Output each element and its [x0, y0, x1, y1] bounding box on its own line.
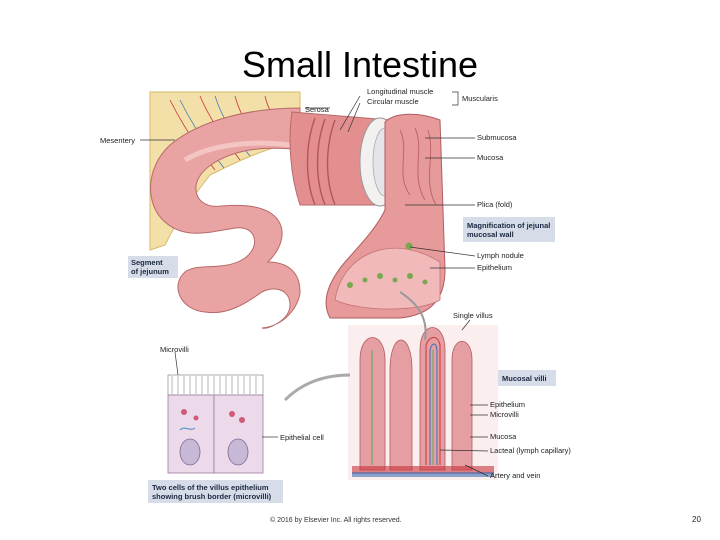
circular-muscle-rings [306, 117, 336, 206]
leader-lines [140, 91, 489, 477]
villi-bases [347, 242, 428, 288]
epithelial-cells [167, 374, 264, 474]
mucosal-layer [334, 247, 441, 310]
label-longitudinal-muscle: Longitudinal muscle [367, 87, 433, 96]
label-lymph-nodule: Lymph nodule [477, 251, 524, 260]
label-two-cells-1: Two cells of the villus epithelium [152, 483, 269, 492]
label-epithelium-villi: Epithelium [490, 400, 525, 409]
page-number: 20 [692, 515, 701, 524]
magnification-box [463, 217, 555, 242]
slide-title: Small Intestine [241, 44, 479, 85]
label-artery-vein: Artery and vein [490, 471, 540, 480]
label-plica: Plica (fold) [477, 200, 513, 209]
label-lacteal: Lacteal (lymph capillary) [490, 446, 571, 455]
jejunum-highlight [183, 140, 291, 163]
label-microvilli-top: Microvilli [160, 345, 189, 354]
label-microvilli-villi: Microvilli [490, 410, 519, 419]
label-segment-2: of jejunum [131, 267, 169, 276]
label-magnification-1: Magnification of jejunal [467, 221, 550, 230]
villi-base-veins [352, 472, 494, 477]
mucosal-villi-box [498, 370, 556, 386]
label-muscularis: Muscularis [462, 94, 498, 103]
segment-box [128, 256, 178, 278]
label-segment-1: Segment [131, 258, 163, 267]
villus-vessels [371, 337, 441, 465]
two-cells-box [148, 480, 283, 503]
plicae-folds [399, 127, 437, 206]
label-mucosa-top: Mucosa [477, 153, 504, 162]
label-circular-muscle: Circular muscle [367, 97, 419, 106]
label-serosa: Serosa [305, 105, 330, 114]
magnify-arrow-to-villi [399, 291, 427, 341]
label-single-villus: Single villus [453, 311, 493, 320]
label-submucosa: Submucosa [477, 133, 517, 142]
copyright-footer: © 2016 by Elsevier Inc. All rights reser… [270, 517, 402, 524]
jejunum-coil [150, 107, 301, 329]
label-mucosa-villi: Mucosa [490, 432, 517, 441]
label-mesentery: Mesentery [100, 136, 135, 145]
label-two-cells-2: showing brush border (microvilli) [152, 492, 272, 501]
label-mucosal-villi: Mucosal villi [502, 374, 547, 383]
label-epithelial-cell: Epithelial cell [280, 433, 324, 442]
magnify-arrow-to-cells [283, 373, 351, 402]
label-epithelium-top: Epithelium [477, 263, 512, 272]
villi-base-vessels [352, 466, 494, 474]
label-magnification-2: mucosal wall [467, 230, 514, 239]
